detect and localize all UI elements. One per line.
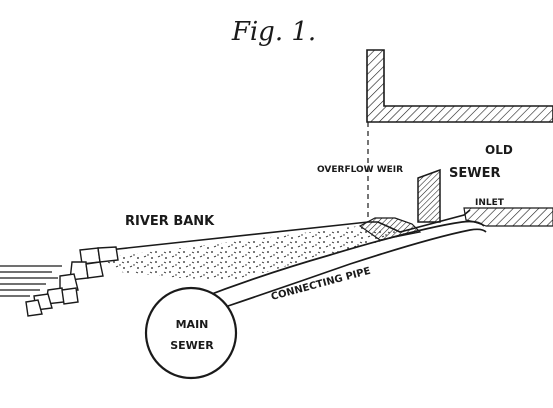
overflow-weir-block xyxy=(417,168,441,223)
main-sewer-circle xyxy=(144,286,238,380)
inlet-floor xyxy=(463,207,553,227)
stone-revetment xyxy=(25,246,119,317)
overflow-weir-label: OVERFLOW WEIR xyxy=(317,165,403,175)
river-bank-label: RIVER BANK xyxy=(125,214,215,229)
inlet-label: INLET xyxy=(475,198,505,208)
river-water xyxy=(0,265,62,297)
old-sewer-structure xyxy=(366,49,553,123)
old-sewer-label-line1: OLD xyxy=(485,143,513,157)
main-sewer-label-line2: SEWER xyxy=(170,339,214,352)
old-sewer-label-line2: SEWER xyxy=(449,166,500,181)
connecting-pipe-label: CONNECTING PIPE xyxy=(270,266,372,303)
connecting-pipe xyxy=(195,220,487,307)
figure-title: Fig. 1. xyxy=(231,17,316,47)
main-sewer-label-line1: MAIN xyxy=(176,318,209,331)
